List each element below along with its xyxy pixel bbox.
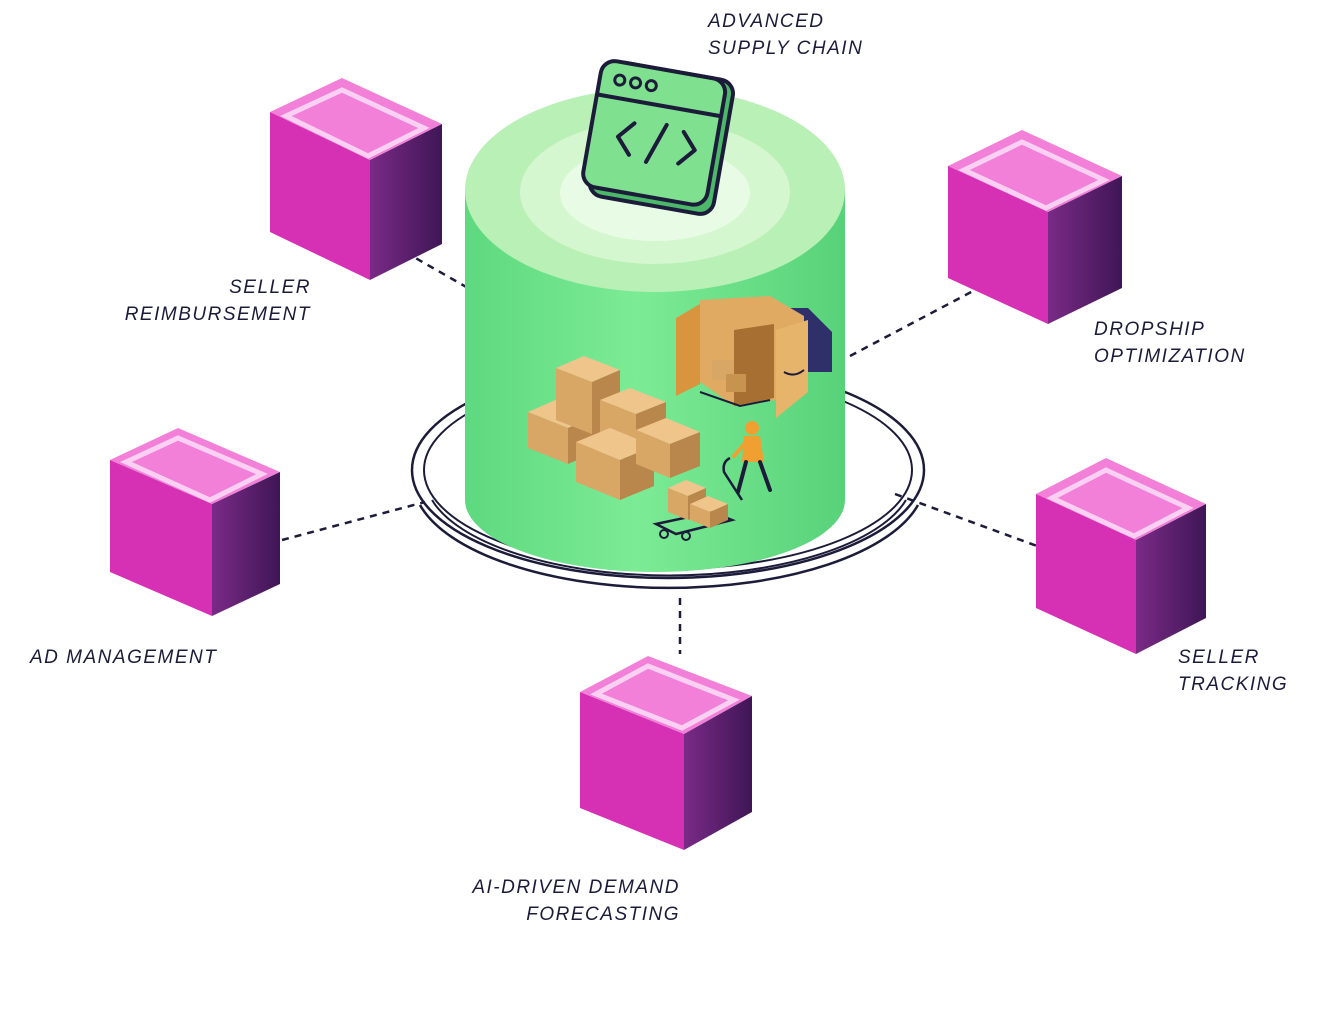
connector-dropship-optimization	[849, 288, 976, 358]
label-line: AI-DRIVEN DEMAND	[472, 877, 680, 898]
cube-dropship-optimization	[948, 130, 1122, 324]
label-line: OPTIMIZATION	[1094, 346, 1246, 367]
label-line: TRACKING	[1178, 674, 1289, 695]
label-seller-tracking: SELLER TRACKING	[1178, 644, 1288, 698]
cube-seller-reimbursement	[270, 78, 442, 280]
label-line: FORECASTING	[526, 904, 680, 925]
label-line: ADVANCED	[708, 11, 825, 32]
label-line: DROPSHIP	[1094, 319, 1206, 340]
box-pile-icon	[528, 356, 700, 500]
cube-ai-demand-forecasting	[580, 656, 752, 850]
label-line: AD MANAGEMENT	[30, 647, 218, 668]
platform-cylinder	[465, 88, 845, 572]
orbit-ring-front	[418, 499, 920, 590]
worker-with-pallet-icon	[652, 421, 772, 541]
connector-seller-tracking	[894, 492, 1038, 548]
code-window-icon	[581, 59, 735, 216]
label-line: SELLER	[229, 277, 311, 298]
label-line: SELLER	[1178, 647, 1260, 668]
label-ad-management: AD MANAGEMENT	[30, 644, 217, 671]
delivery-truck-icon	[676, 296, 832, 418]
connectors	[281, 250, 1038, 654]
label-line: REIMBURSEMENT	[124, 304, 311, 325]
label-line: SUPPLY CHAIN	[708, 38, 864, 59]
cube-ad-management	[110, 428, 280, 616]
label-advanced-supply-chain: ADVANCED SUPPLY CHAIN	[708, 8, 863, 62]
label-seller-reimbursement: SELLER REIMBURSEMENT	[125, 274, 311, 328]
label-dropship-optimization: DROPSHIP OPTIMIZATION	[1094, 316, 1246, 370]
cube-seller-tracking	[1036, 458, 1206, 654]
label-ai-driven-demand-forecasting: AI-DRIVEN DEMAND FORECASTING	[472, 874, 680, 928]
connector-ad-management	[281, 500, 426, 542]
